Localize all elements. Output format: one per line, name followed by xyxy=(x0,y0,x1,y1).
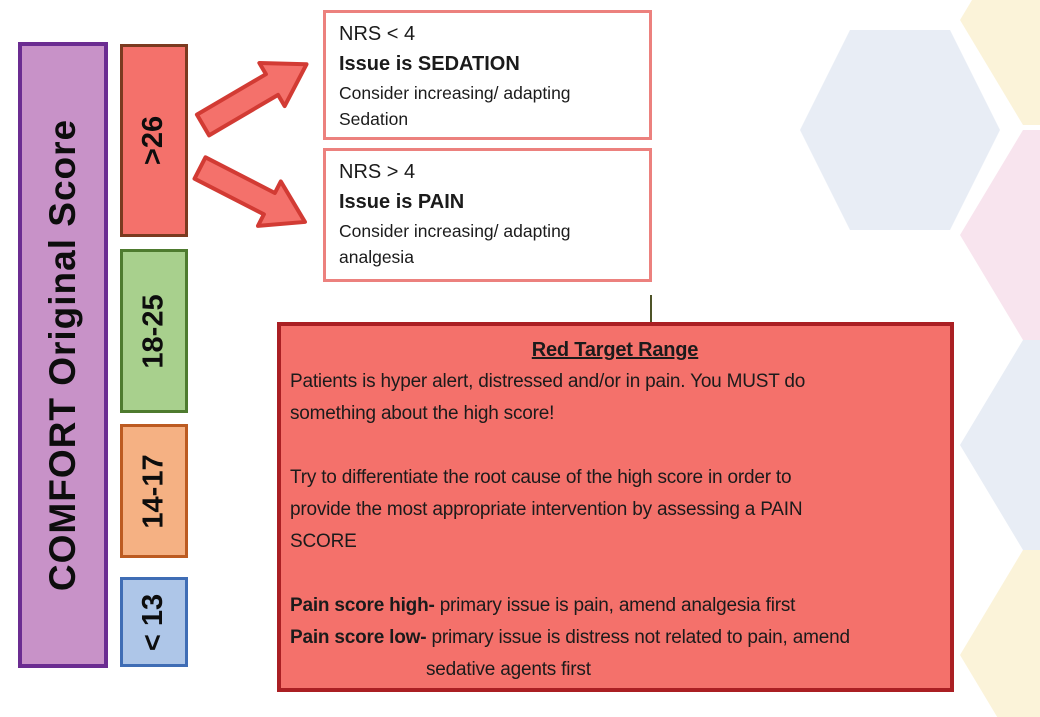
comfort-original-score-panel: COMFORT Original Score xyxy=(18,42,108,668)
nrs-sedation-advice-line1: Consider increasing/ adapting xyxy=(339,83,571,103)
nrs-sedation-threshold: NRS < 4 xyxy=(339,23,416,45)
red-target-body-line: Patients is hyper alert, distressed and/… xyxy=(290,371,806,392)
pain-score-low-line: Pain score low- primary issue is distres… xyxy=(290,622,940,654)
nrs-sedation-issue: Issue is SEDATION xyxy=(339,53,520,75)
arrow-to-pain-icon xyxy=(192,155,307,228)
red-target-spacer xyxy=(290,558,940,590)
red-target-range-title: Red Target Range xyxy=(531,339,699,361)
connector-line xyxy=(650,295,652,322)
red-target-body-line: something about the high score! xyxy=(290,403,555,424)
hexagon-yellow-top xyxy=(960,0,1040,125)
pain-score-high-line: Pain score high- primary issue is pain, … xyxy=(290,590,940,622)
red-target-range-box: Red Target Range Patients is hyper alert… xyxy=(277,322,954,692)
score-range-above-26: >26 xyxy=(120,44,188,237)
pain-score-high-text: primary issue is pain, amend analgesia f… xyxy=(434,595,796,616)
hexagon-blue-large xyxy=(800,30,1000,230)
nrs-pain-issue: Issue is PAIN xyxy=(339,191,465,213)
red-target-body-line: Try to differentiate the root cause of t… xyxy=(290,467,792,488)
red-target-body-line: provide the most appropriate interventio… xyxy=(290,499,803,520)
pain-score-low-text: primary issue is distress not related to… xyxy=(426,627,850,648)
hexagon-blue-right xyxy=(960,340,1040,550)
pain-score-high-label: Pain score high- xyxy=(290,595,435,616)
score-range-below-13: < 13 xyxy=(120,577,188,667)
nrs-sedation-advice-line2: Sedation xyxy=(339,109,409,129)
arrow-to-sedation-icon xyxy=(194,60,309,138)
nrs-pain-advice-line1: Consider increasing/ adapting xyxy=(339,221,571,241)
score-range-18-25: 18-25 xyxy=(120,249,188,413)
nrs-pain-advice-line2: analgesia xyxy=(339,247,414,267)
nrs-pain-threshold: NRS > 4 xyxy=(339,161,416,183)
pain-score-low-label: Pain score low- xyxy=(290,627,427,648)
score-range-14-17: 14-17 xyxy=(120,424,188,558)
nrs-sedation-box: NRS < 4 Issue is SEDATION Consider incre… xyxy=(323,10,652,140)
pain-score-low-continuation: sedative agents first xyxy=(426,659,591,680)
nrs-pain-box: NRS > 4 Issue is PAIN Consider increasin… xyxy=(323,148,652,282)
red-target-body-line: SCORE xyxy=(290,531,357,552)
hexagon-pink xyxy=(960,130,1040,340)
hexagon-yellow-bottom xyxy=(960,550,1040,717)
red-target-spacer xyxy=(290,430,940,462)
